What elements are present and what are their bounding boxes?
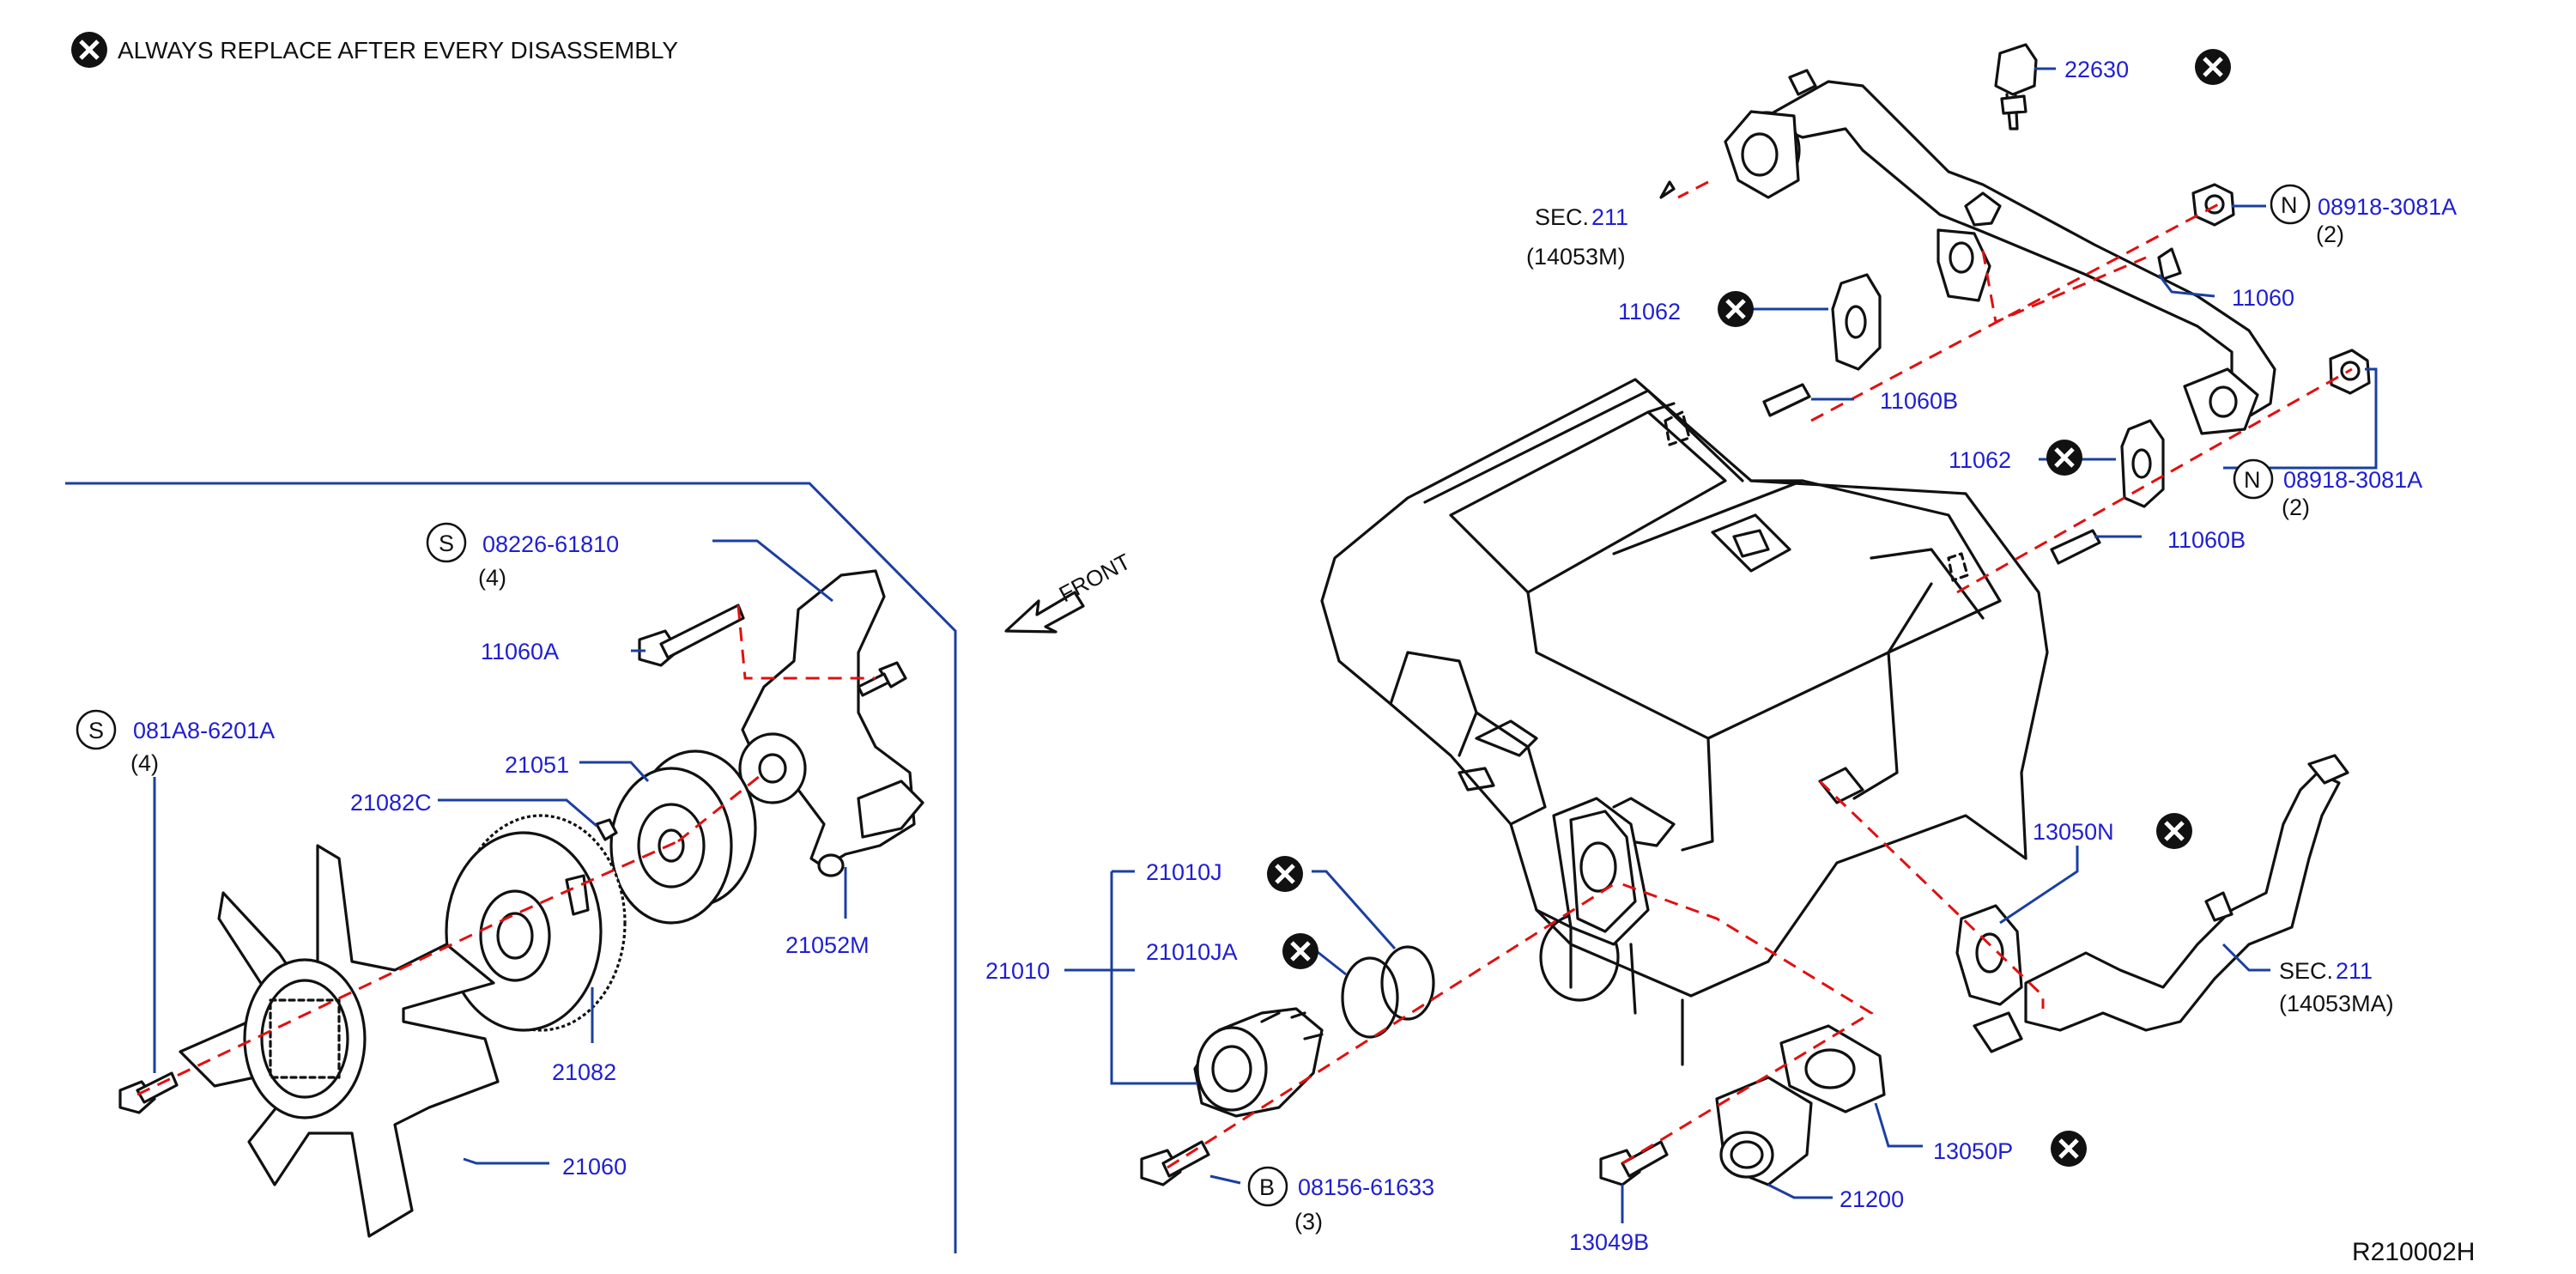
water-inlet-pipe bbox=[1973, 754, 2349, 1053]
label-21200: 21200 bbox=[1840, 1186, 1904, 1212]
gasket-13050p-shape bbox=[1779, 1024, 1886, 1113]
stud-11060b-lower-shape bbox=[2050, 529, 2101, 565]
label-21010j: 21010J bbox=[1146, 859, 1222, 885]
label-21010ja: 21010JA bbox=[1146, 939, 1238, 965]
label-22630: 22630 bbox=[2064, 57, 2129, 82]
label-11062-lower: 11062 bbox=[1949, 447, 2011, 473]
label-13049b: 13049B bbox=[1569, 1229, 1649, 1255]
label-21082c: 21082C bbox=[350, 790, 432, 816]
circle-mark-b-icon bbox=[1247, 1166, 1288, 1207]
bolt-13049b-shape bbox=[1599, 1140, 1669, 1186]
circle-mark-n-icon bbox=[2233, 458, 2274, 500]
qty-08156: (3) bbox=[1294, 1209, 1323, 1235]
sec211-top-number: 211 bbox=[1591, 204, 1628, 230]
label-21052m: 21052M bbox=[785, 932, 870, 958]
mark-s-letter: S bbox=[439, 531, 454, 556]
bolt-08156-shape bbox=[1140, 1140, 1210, 1186]
alignment-centerlines bbox=[136, 180, 2353, 1169]
label-11060b-upper: 11060B bbox=[1880, 388, 1958, 414]
gasket-11062-lower-shape bbox=[2120, 419, 2165, 508]
front-arrow: FRONT bbox=[1004, 549, 1135, 634]
gasket-13050n-shape bbox=[1955, 904, 2023, 1006]
circle-mark-s-icon bbox=[426, 522, 467, 563]
cooling-fan-21060 bbox=[179, 844, 500, 1238]
engine-block bbox=[1320, 378, 2049, 1066]
o-ring-21010ja-shape bbox=[1341, 956, 1399, 1039]
label-11060a: 11060A bbox=[481, 639, 559, 664]
coolant-temp-sensor bbox=[1994, 43, 2038, 130]
qty-08918-lower: (2) bbox=[2282, 494, 2310, 520]
nut-08918-upper-shape bbox=[2191, 183, 2235, 227]
qty-08918-upper: (2) bbox=[2316, 221, 2344, 247]
o-ring-21010j-shape bbox=[1380, 945, 1435, 1021]
mark-b-letter: B bbox=[1259, 1174, 1275, 1200]
label-21060: 21060 bbox=[562, 1154, 627, 1180]
circle-mark-s-icon bbox=[76, 709, 117, 750]
label-08226-61810: 08226-61810 bbox=[482, 531, 619, 557]
nut-21082c-shape bbox=[595, 818, 618, 841]
label-21051: 21051 bbox=[505, 752, 569, 778]
leader-lines bbox=[153, 67, 2378, 1223]
label-13050n: 13050N bbox=[2033, 819, 2114, 845]
subassembly-panel-border bbox=[65, 482, 957, 1253]
front-label: FRONT bbox=[1055, 549, 1135, 608]
sec211-top-prefix: SEC. bbox=[1535, 204, 1589, 230]
water-pump-assembly bbox=[1193, 1007, 1324, 1118]
bolt-08226-shape bbox=[857, 661, 907, 697]
label-21082: 21082 bbox=[552, 1059, 616, 1085]
mark-n-letter: N bbox=[2281, 192, 2298, 218]
legend: ALWAYS REPLACE AFTER EVERY DISASSEMBLY bbox=[71, 32, 678, 68]
callout-labels: 22630 SEC. 211 (14053M) N 08918-3081A (2… bbox=[76, 49, 2457, 1255]
mark-s-letter: S bbox=[88, 718, 104, 743]
label-11062-upper: 11062 bbox=[1618, 299, 1681, 325]
label-08156-61633: 08156-61633 bbox=[1298, 1174, 1434, 1200]
diagram-code: R210002H bbox=[2352, 1238, 2475, 1266]
sec211-bottom-ref: (14053MA) bbox=[2279, 991, 2394, 1016]
legend-text: ALWAYS REPLACE AFTER EVERY DISASSEMBLY bbox=[118, 37, 678, 64]
label-11060: 11060 bbox=[2232, 285, 2294, 311]
label-081a8-6201a: 081A8-6201A bbox=[133, 718, 275, 743]
stud-11060b-upper-shape bbox=[1762, 383, 1811, 417]
gasket-11062-upper-shape bbox=[1831, 273, 1882, 371]
mark-n-letter: N bbox=[2244, 467, 2261, 493]
water-pipe-assembly bbox=[1724, 69, 2276, 435]
pulley-bracket-21052m bbox=[738, 569, 924, 877]
label-11060b-lower: 11060B bbox=[2167, 527, 2246, 553]
sec211-bottom-number: 211 bbox=[2336, 958, 2373, 984]
qty-08226: (4) bbox=[478, 565, 506, 591]
label-08918-3081a-upper: 08918-3081A bbox=[2318, 194, 2457, 220]
thermostat-housing bbox=[1715, 1076, 1813, 1186]
sec211-top-ref: (14053M) bbox=[1526, 244, 1626, 270]
label-08918-3081a-lower: 08918-3081A bbox=[2283, 467, 2422, 493]
bolt-11060a-shape bbox=[638, 604, 745, 667]
label-21010: 21010 bbox=[985, 958, 1050, 984]
fan-clutch-21082 bbox=[445, 814, 627, 1032]
sec211-bottom-prefix: SEC. bbox=[2279, 958, 2333, 984]
circle-mark-n-icon bbox=[2270, 184, 2311, 225]
qty-081a8: (4) bbox=[130, 750, 159, 776]
label-13050p: 13050P bbox=[1933, 1138, 2013, 1164]
